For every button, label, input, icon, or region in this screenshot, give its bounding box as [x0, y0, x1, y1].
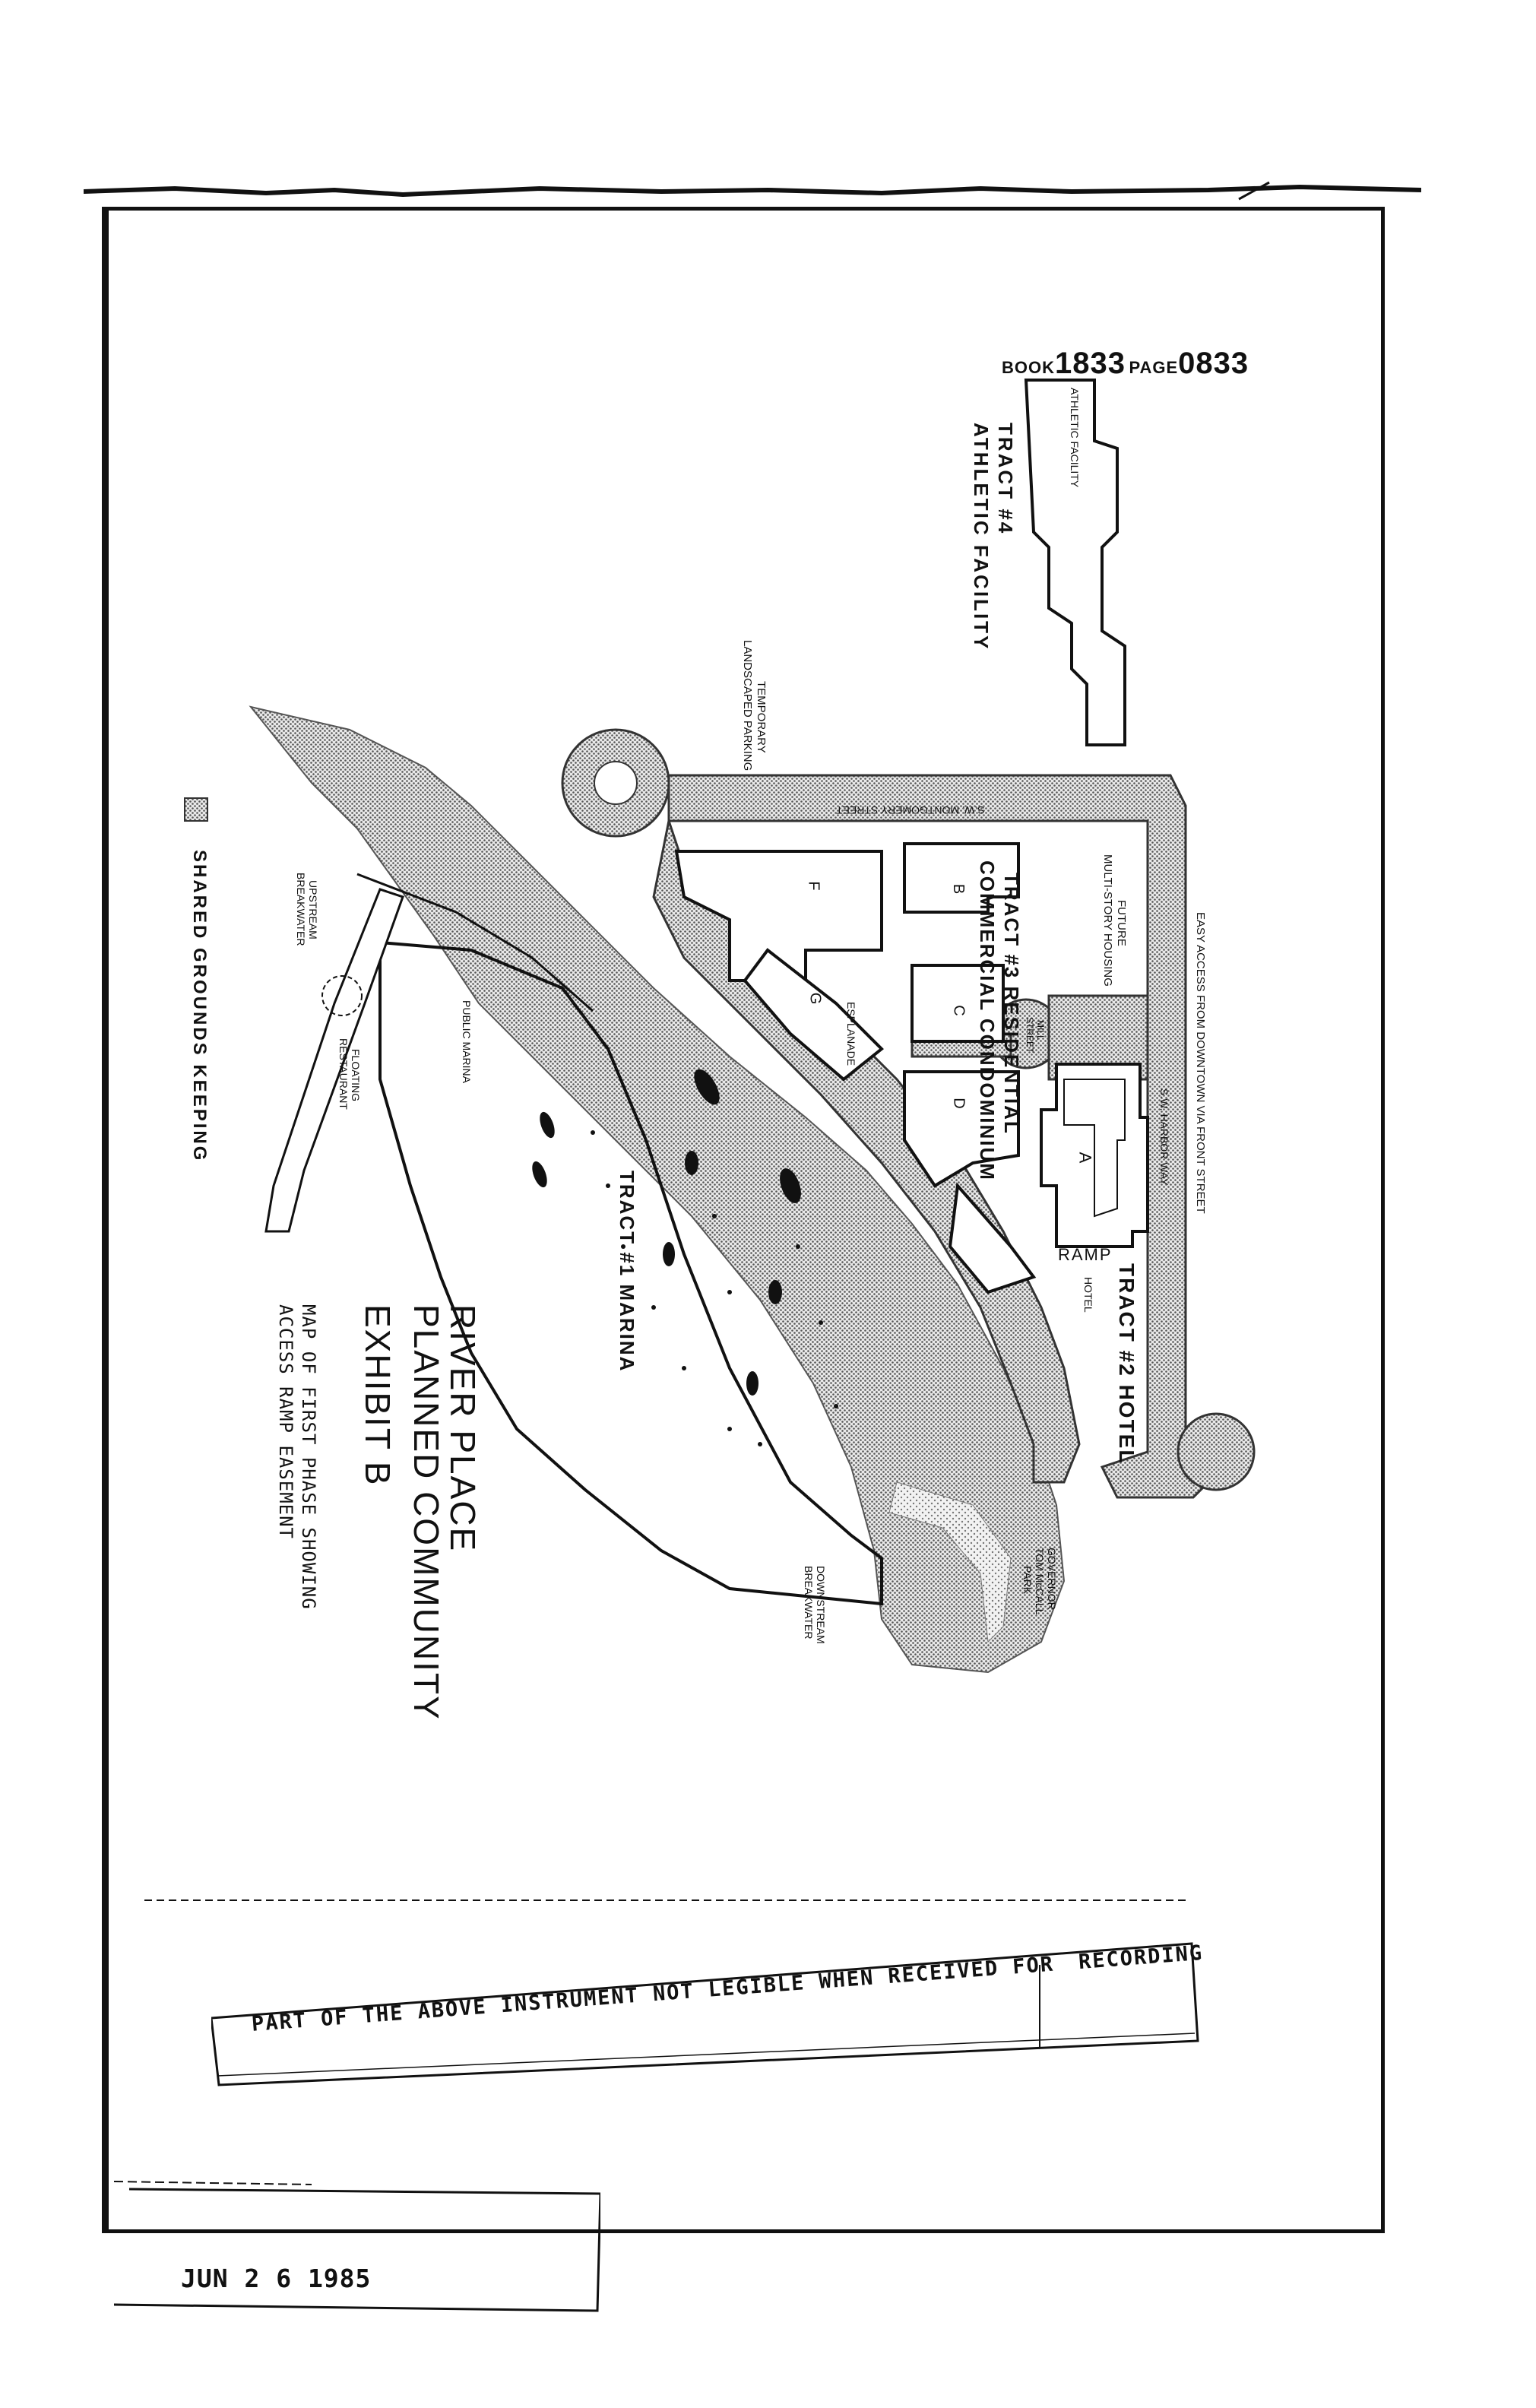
page-number: 0833 [1178, 347, 1249, 380]
book-page-number: BOOK1833 PAGE0833 [1002, 347, 1249, 381]
tract4-line1: TRACT #4 [994, 423, 1017, 536]
hotel-label: HOTEL [1082, 1277, 1094, 1313]
mill-street-line2: STREET [1025, 1017, 1035, 1054]
upstream-breakwater-line2: BREAKWATER [295, 873, 307, 946]
temp-parking-line1: TEMPORARY [755, 681, 768, 753]
public-marina-label: PUBLIC MARINA [461, 1000, 473, 1083]
book-label: BOOK [1002, 358, 1055, 377]
temp-parking-line2: LANDSCAPED PARKING [741, 640, 754, 772]
exhibit-label: EXHIBIT B [358, 1304, 397, 1487]
tract1-label: TRACT #1 MARINA [616, 1171, 638, 1373]
building-a: A [1075, 1152, 1095, 1164]
upstream-breakwater [264, 888, 404, 1233]
legend-label: SHARED GROUNDS KEEPING [189, 850, 210, 1163]
building-b: B [950, 883, 968, 895]
downstream-breakwater-line2: BREAKWATER [803, 1566, 815, 1640]
athletic-facility-label: ATHLETIC FACILITY [1069, 388, 1081, 488]
building-g: G [806, 992, 824, 1005]
legend-swatch [184, 797, 208, 822]
athletic-facility-footprint [1024, 379, 1126, 746]
building-f: F [805, 881, 822, 891]
downstream-stipple [888, 1481, 1012, 1643]
title-line2: PLANNED COMMUNITY [407, 1304, 446, 1721]
marina-outline [378, 940, 883, 1606]
park-label-line3: PARK [1021, 1566, 1034, 1595]
scan-edge-top [84, 181, 1421, 201]
future-housing-line1: FUTURE [1115, 900, 1128, 946]
building-d: D [950, 1098, 968, 1109]
book-number: 1833 [1055, 347, 1126, 380]
ramp-label: RAMP [1058, 1245, 1113, 1264]
map-frame [102, 207, 1385, 2233]
montgomery-street-label: S.W. MONTGOMERY STREET [836, 804, 985, 816]
harbor-way-label: S.W. HARBOR WAY [1158, 1088, 1170, 1186]
date-stamp-box [114, 2181, 600, 2312]
tract3-line1: TRACT #3 RESIDENTIAL [1000, 873, 1023, 1135]
boats [532, 1069, 801, 1396]
tract3-line2: COMMERCIAL CONDOMINIUM [976, 860, 999, 1181]
park-label-line2: TOM McCALL [1034, 1548, 1046, 1615]
upstream-breakwater-line1: UPSTREAM [307, 880, 319, 939]
park-label-line1: GOVERNOR [1046, 1548, 1058, 1610]
tract4-line2: ATHLETIC FACILITY [970, 423, 993, 651]
title-line1: RIVER PLACE [443, 1304, 483, 1553]
building-c: C [950, 1005, 968, 1016]
page-label: PAGE [1129, 358, 1179, 377]
caption-line1: MAP OF FIRST PHASE SHOWING [298, 1304, 319, 1610]
floating-restaurant-line2: RESTAURANT [337, 1038, 350, 1110]
esplanade-label: ESPLANADE [845, 1002, 857, 1066]
residential-buildings [674, 842, 1037, 1294]
future-housing-line2: MULTI-STORY HOUSING [1101, 854, 1114, 987]
floating-restaurant-line1: FLOATING [350, 1049, 362, 1101]
mill-street-line1: MILL [1035, 1020, 1046, 1041]
notice-banner [211, 1942, 1199, 2086]
easy-access-label: EASY ACCESS FROM DOWNTOWN VIA FRONT STRE… [1194, 912, 1207, 1214]
recording-date: JUN 2 6 1985 [181, 2264, 372, 2293]
tract2-label: TRACT #2 HOTEL [1115, 1263, 1139, 1465]
caption-line2: ACCESS RAMP EASEMENT [275, 1304, 296, 1539]
downstream-breakwater-line1: DOWNSTREAM [815, 1566, 827, 1644]
